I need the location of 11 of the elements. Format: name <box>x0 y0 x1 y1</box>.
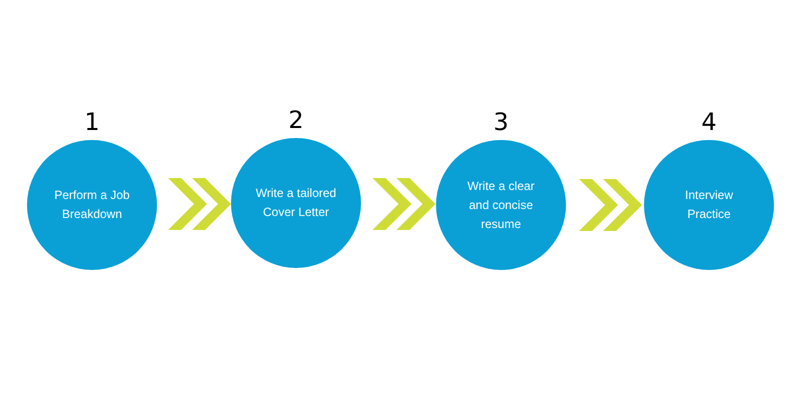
step-number: 2 <box>287 108 305 132</box>
step-number: 3 <box>492 110 510 134</box>
step-number: 1 <box>83 110 101 134</box>
chevron-arrow <box>168 178 231 230</box>
step-number: 4 <box>700 110 718 134</box>
step-label: Perform a Job Breakdown <box>53 187 131 223</box>
step-label: Write a clear and concise resume <box>466 178 536 232</box>
chevron-arrow <box>579 179 642 231</box>
chevron-arrow <box>372 178 436 230</box>
step-label: Interview Practice <box>684 187 734 223</box>
step-label: Write a tailored Cover Letter <box>254 185 338 221</box>
